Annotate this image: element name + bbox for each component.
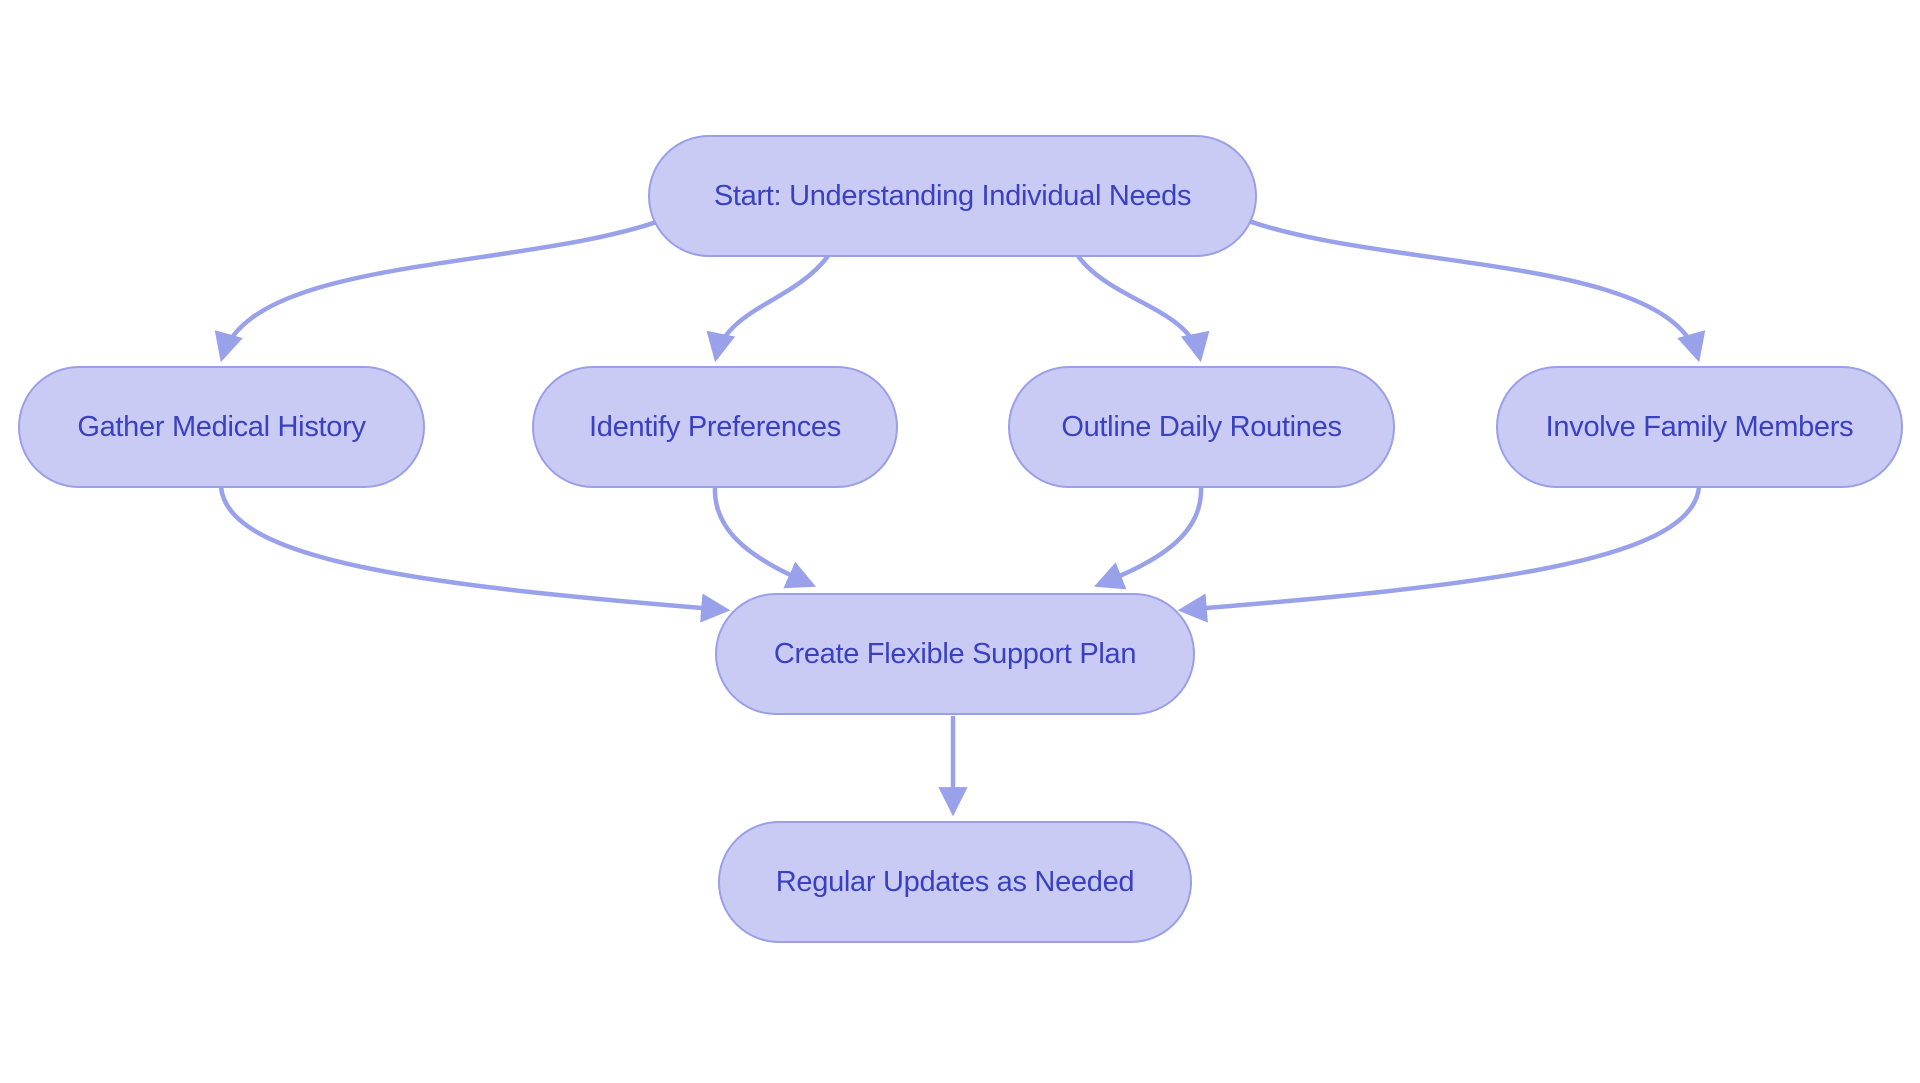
edge-involve-plan: [1177, 486, 1702, 623]
edge-start-involve: [1229, 211, 1706, 363]
node-label: Start: Understanding Individual Needs: [713, 179, 1192, 212]
node-start: Start: Understanding Individual Needs: [648, 135, 1257, 257]
edge-identify-plan: [712, 486, 817, 589]
node-create-flexible-support-plan: Create Flexible Support Plan: [715, 593, 1195, 715]
node-label: Involve Family Members: [1545, 410, 1854, 443]
node-label: Create Flexible Support Plan: [773, 637, 1137, 670]
node-involve-family-members: Involve Family Members: [1496, 366, 1903, 488]
node-label: Identify Preferences: [589, 410, 841, 443]
node-outline-daily-routines: Outline Daily Routines: [1008, 366, 1395, 488]
edge-start-gather: [214, 211, 679, 363]
node-label: Gather Medical History: [77, 410, 366, 443]
node-gather-medical-history: Gather Medical History: [18, 366, 425, 488]
node-label: Outline Daily Routines: [1061, 410, 1342, 443]
node-label: Regular Updates as Needed: [775, 865, 1135, 898]
node-identify-preferences: Identify Preferences: [532, 366, 898, 488]
edge-outline-plan: [1093, 486, 1204, 590]
edge-start-identify: [706, 254, 830, 363]
edge-start-outline: [1076, 254, 1210, 363]
edge-gather-plan: [218, 486, 731, 623]
node-regular-updates-as-needed: Regular Updates as Needed: [718, 821, 1192, 943]
